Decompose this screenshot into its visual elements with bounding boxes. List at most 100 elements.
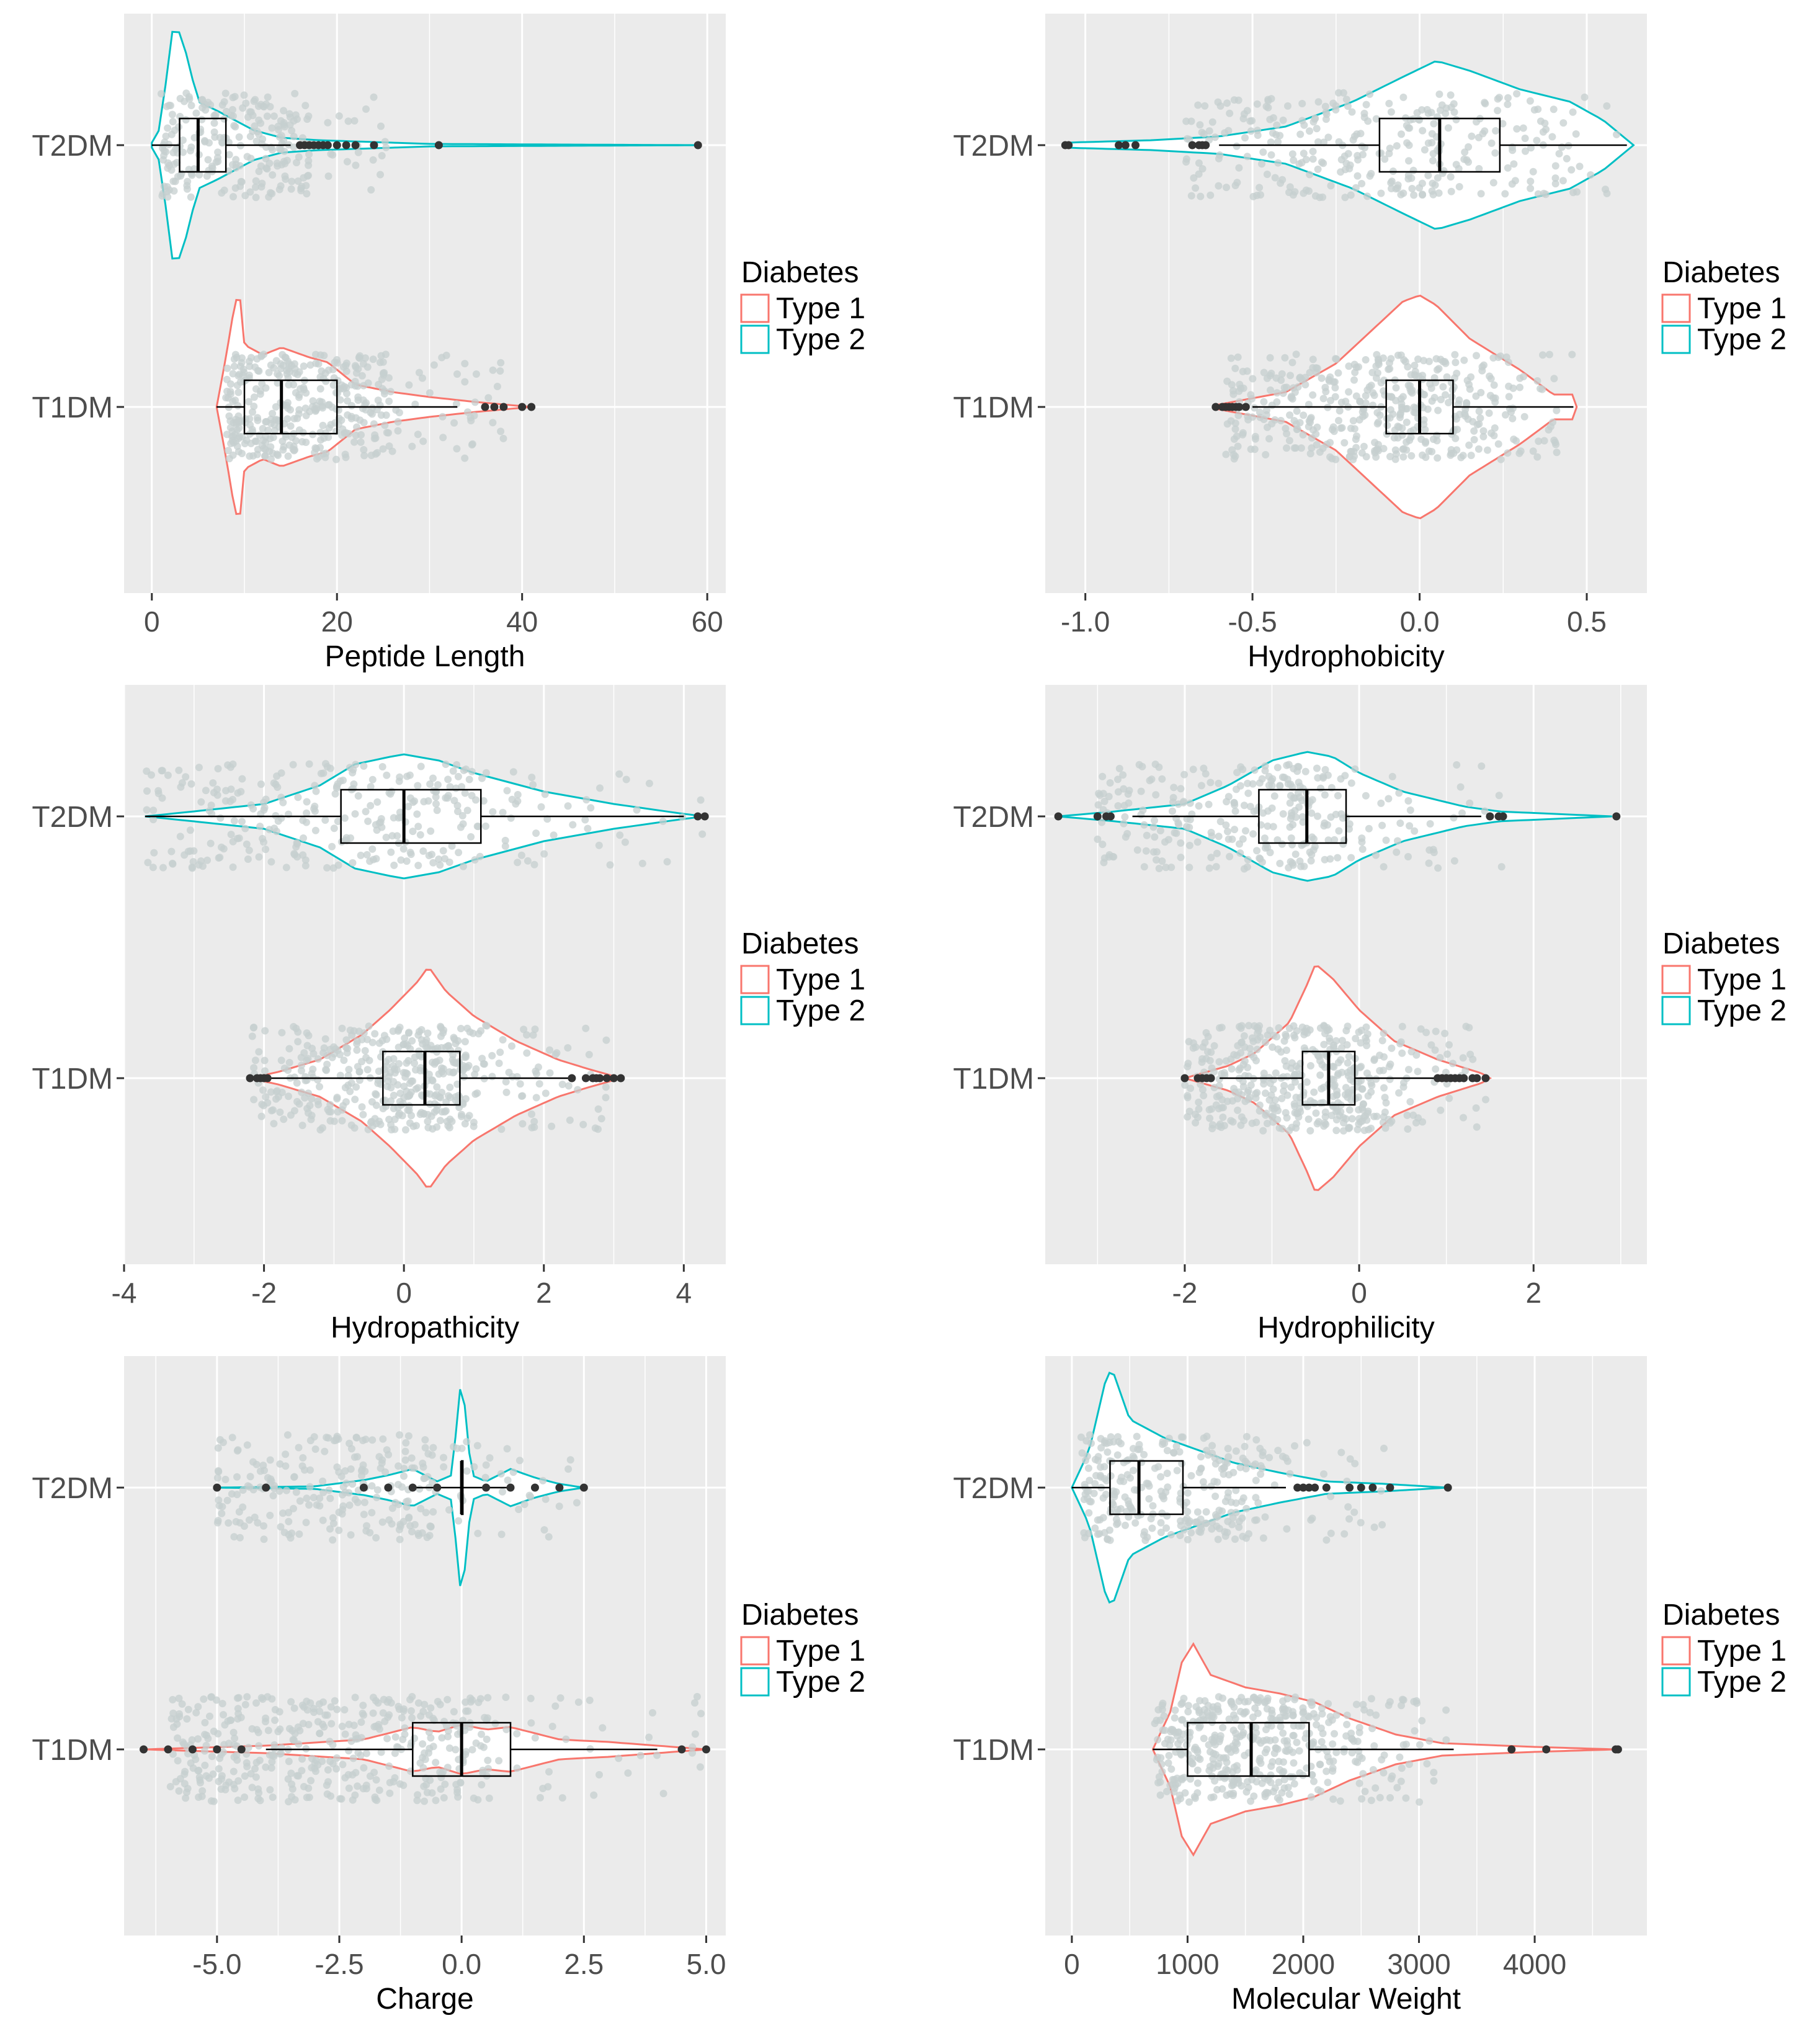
jitter-point [250,403,258,410]
jitter-point [495,1060,503,1067]
jitter-point [1252,1056,1260,1065]
jitter-point [249,408,256,416]
jitter-point [1331,384,1339,391]
jitter-point [1185,864,1193,872]
jitter-point [659,1790,667,1798]
jitter-point [444,1764,452,1772]
x-tick-label: 0 [144,605,160,638]
jitter-point [326,1525,334,1533]
jitter-point [251,1056,259,1065]
jitter-point [482,769,490,777]
jitter-point [1398,1702,1405,1710]
jitter-point [1293,1738,1301,1746]
jitter-point [277,1056,285,1065]
jitter-point [1179,1433,1187,1441]
jitter-point [1290,1780,1298,1788]
jitter-point [313,455,321,463]
jitter-point [236,182,244,190]
jitter-point [1490,381,1498,389]
jitter-point [616,831,624,839]
jitter-point [396,808,404,816]
jitter-point [333,1432,341,1440]
jitter-point [1232,1486,1240,1494]
jitter-point [1533,136,1541,145]
jitter-point [579,1120,587,1128]
jitter-point [395,1702,403,1710]
outlier-point [164,1745,172,1754]
jitter-point [1443,1050,1452,1058]
jitter-point [429,1478,437,1486]
jitter-point [1172,1442,1180,1450]
jitter-point [1286,411,1294,419]
jitter-point [414,823,422,831]
outlier-point [1613,1745,1622,1754]
jitter-point [233,442,241,450]
jitter-point [408,1454,416,1462]
jitter-point [407,1707,415,1715]
jitter-point [463,806,471,815]
jitter-point [455,1517,463,1525]
jitter-point [1208,118,1216,126]
jitter-point [1124,790,1132,798]
jitter-point [367,783,375,791]
jitter-point [1130,1467,1138,1475]
jitter-point [241,824,249,833]
jitter-point [368,775,377,784]
jitter-point [1501,190,1509,198]
legend-key-type-2 [1661,324,1691,354]
jitter-point [1244,789,1252,797]
jitter-point [1102,1476,1110,1485]
jitter-point [1328,455,1336,463]
jitter-point [1381,1108,1389,1116]
jitter-point [334,1108,342,1116]
jitter-point [520,1025,528,1034]
jitter-point [1252,1436,1260,1444]
jitter-point [378,1037,386,1045]
jitter-point [234,388,243,396]
jitter-point [1236,849,1244,857]
jitter-point [1338,1037,1346,1045]
jitter-point [499,808,507,816]
jitter-point [1420,357,1428,365]
jitter-point [280,107,288,115]
jitter-point [342,453,350,462]
jitter-point [277,132,285,140]
jitter-point [373,826,381,834]
jitter-point [1480,361,1488,369]
jitter-point [163,183,171,191]
jitter-point [1245,1022,1253,1030]
jitter-point [149,864,157,872]
jitter-point [238,818,246,826]
jitter-point [299,851,307,859]
jitter-point [1219,1114,1227,1121]
jitter-point [298,134,306,142]
jitter-point [1275,1024,1283,1032]
jitter-point [439,847,447,855]
outlier-point [490,403,499,411]
jitter-point [159,190,167,198]
jitter-point [1309,1046,1317,1054]
jitter-point [649,1709,656,1717]
jitter-point [1157,1473,1165,1481]
jitter-point [1336,407,1344,415]
jitter-point [1613,130,1620,138]
jitter-point [310,1494,318,1501]
box-iqr [1258,788,1347,844]
jitter-point [358,1035,366,1043]
jitter-point [303,1494,311,1502]
jitter-point [1385,1063,1393,1071]
jitter-point [1313,441,1321,449]
legend-key-type-1 [740,1636,770,1666]
jitter-point [395,1043,403,1051]
jitter-point [279,1509,287,1517]
jitter-point [340,1056,348,1065]
jitter-point [574,1086,582,1094]
jitter-point [202,787,210,795]
jitter-point [1264,1720,1272,1728]
jitter-point [1238,1723,1246,1731]
jitter-point [314,1076,322,1084]
jitter-point [483,1022,491,1030]
jitter-point [1206,1114,1214,1122]
jitter-point [468,1746,476,1754]
jitter-point [1413,1699,1421,1707]
